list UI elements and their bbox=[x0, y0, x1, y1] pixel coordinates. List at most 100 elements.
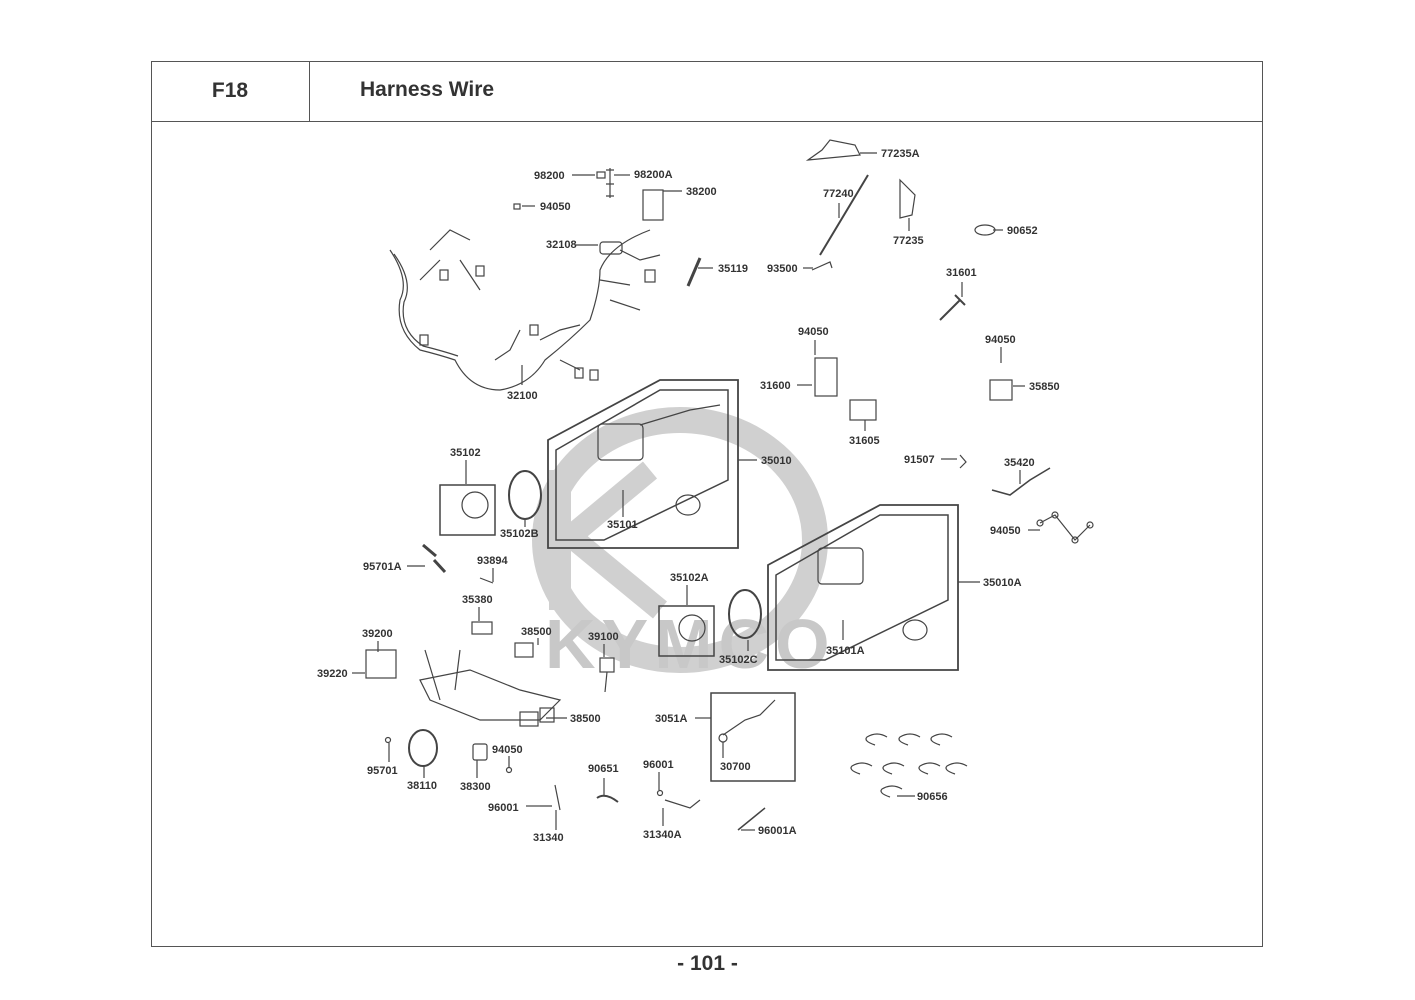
latch-77235-shape bbox=[899, 178, 916, 219]
bolt-94050-shape bbox=[513, 203, 521, 210]
part-label: 35102 bbox=[450, 447, 481, 459]
part-label: 77235A bbox=[881, 148, 920, 160]
part-label: 95701 bbox=[367, 765, 398, 777]
part-label: 38500 bbox=[570, 713, 601, 725]
part-label: 3051A bbox=[655, 713, 687, 725]
kit-35010-box bbox=[547, 379, 739, 549]
section-code: F18 bbox=[151, 61, 310, 122]
part-label: 94050 bbox=[990, 525, 1021, 537]
horn-38110-shape bbox=[408, 729, 438, 767]
relay-35380-shape bbox=[471, 621, 493, 635]
sensor-31340a-shape bbox=[664, 799, 701, 809]
part-label: 38300 bbox=[460, 781, 491, 793]
kit-35101-box bbox=[555, 389, 729, 541]
part-label: 32108 bbox=[546, 239, 577, 251]
part-label: 38110 bbox=[407, 780, 437, 792]
cable-77240-shape bbox=[819, 174, 869, 256]
kit-35101a-box bbox=[775, 514, 949, 661]
band-90651-shape bbox=[596, 794, 619, 803]
part-label: 31601 bbox=[946, 267, 977, 279]
part-label: 96001 bbox=[488, 802, 519, 814]
clip-90652-shape bbox=[974, 224, 996, 236]
pin-93500-shape bbox=[811, 261, 833, 271]
part-label: 31605 bbox=[849, 435, 880, 447]
part-label: 35102C bbox=[719, 654, 758, 666]
part-label: 39100 bbox=[588, 631, 619, 643]
bracket-frame-shape bbox=[419, 669, 562, 721]
part-label: 90651 bbox=[588, 763, 619, 775]
part-label: 90652 bbox=[1007, 225, 1038, 237]
ring-35102b-shape bbox=[508, 470, 542, 520]
bands-90656-shape bbox=[850, 733, 968, 798]
part-label: 96001 bbox=[643, 759, 674, 771]
connector-95701a-shape bbox=[422, 543, 447, 574]
leader-lines bbox=[352, 152, 1040, 831]
part-label: 96001A bbox=[758, 825, 797, 837]
part-label: 31340A bbox=[643, 829, 682, 841]
part-label: 31340 bbox=[533, 832, 564, 844]
ignition-switch-shape bbox=[597, 423, 644, 461]
part-label: 39200 bbox=[362, 628, 393, 640]
part-label: 90656 bbox=[917, 791, 948, 803]
diagram-frame bbox=[151, 61, 1263, 947]
part-labels: 98200 98200A 94050 38200 32108 35119 321… bbox=[317, 148, 1060, 844]
harness-drawing bbox=[389, 229, 661, 391]
part-label: 98200 bbox=[534, 170, 565, 182]
part-label: 35380 bbox=[462, 594, 493, 606]
clip-98200-shape bbox=[596, 171, 606, 179]
part-label: 31600 bbox=[760, 380, 791, 392]
ring-35102c-shape bbox=[728, 589, 762, 639]
page-title: Harness Wire bbox=[360, 78, 495, 101]
latch-77235a-shape bbox=[805, 139, 861, 161]
tie-35119-shape bbox=[686, 257, 702, 287]
page-number: - 101 - bbox=[677, 952, 738, 975]
part-label: 95701A bbox=[363, 561, 402, 573]
unit-39220-shape bbox=[365, 649, 397, 679]
screw-95701-shape bbox=[384, 736, 392, 744]
clip-98200a-shape bbox=[606, 168, 614, 198]
part-label: 93500 bbox=[767, 263, 798, 275]
part-label: 93894 bbox=[477, 555, 508, 567]
relay-38200-shape bbox=[642, 189, 664, 221]
part-label: 35102B bbox=[500, 528, 539, 540]
part-label: 94050 bbox=[540, 201, 571, 213]
harness-35420-shape bbox=[991, 467, 1051, 496]
part-label: 39220 bbox=[317, 668, 348, 680]
part-label: 94050 bbox=[492, 744, 523, 756]
part-label: 91507 bbox=[904, 454, 935, 466]
part-label: 94050 bbox=[798, 326, 829, 338]
part-label: 35101A bbox=[826, 645, 865, 657]
part-label: 35850 bbox=[1029, 381, 1060, 393]
part-label: 38200 bbox=[686, 186, 717, 198]
part-label: 35119 bbox=[718, 263, 748, 275]
clip-91507-shape bbox=[959, 454, 967, 469]
unit-35850-shape bbox=[989, 379, 1013, 401]
sensor-31340-shape bbox=[540, 784, 561, 811]
part-label: 35102A bbox=[670, 572, 709, 584]
part-label: 35101 bbox=[607, 519, 638, 531]
sensor-31601-shape bbox=[939, 294, 966, 321]
kit-35010a-box bbox=[767, 504, 959, 671]
part-label: 30700 bbox=[720, 761, 751, 773]
kit-3051a-box bbox=[710, 692, 796, 782]
holder-38500-shape bbox=[514, 642, 534, 658]
bolts-94050-shape bbox=[1039, 514, 1091, 541]
module-31600-shape bbox=[814, 357, 838, 397]
kit-35102-box bbox=[439, 484, 496, 536]
header-divider bbox=[310, 121, 1263, 122]
part-label: 77235 bbox=[893, 235, 924, 247]
part-label: 98200A bbox=[634, 169, 673, 181]
part-label: 35420 bbox=[1004, 457, 1035, 469]
buzzer-38300-shape bbox=[472, 743, 488, 761]
watermark-brand: KYMCO bbox=[545, 605, 836, 683]
bolt-96001a-shape bbox=[737, 807, 766, 831]
part-label: 35010A bbox=[983, 577, 1022, 589]
pad-31605-shape bbox=[849, 399, 877, 421]
cap-shape bbox=[675, 494, 701, 516]
part-label: 38500 bbox=[521, 626, 552, 638]
part-label: 32100 bbox=[507, 390, 538, 402]
kit-35102a-box bbox=[658, 605, 715, 657]
part-label: 94050 bbox=[985, 334, 1016, 346]
part-label: 35010 bbox=[761, 455, 792, 467]
